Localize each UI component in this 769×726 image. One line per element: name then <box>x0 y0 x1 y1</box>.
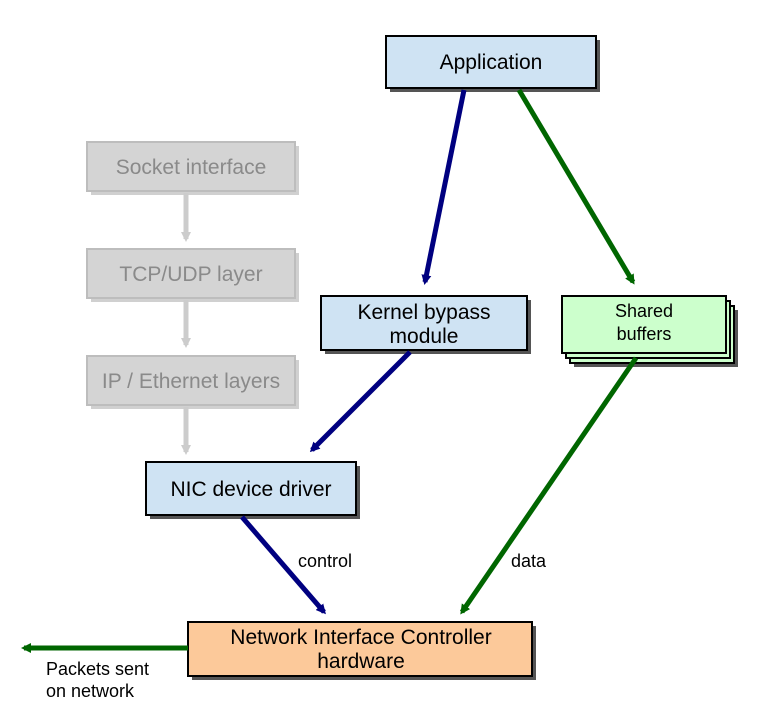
control-edge-label: control <box>298 551 352 571</box>
application-node: Application <box>385 35 600 92</box>
kernel-bypass-line2: module <box>390 325 459 348</box>
app-to-bypass-arrow <box>421 89 467 285</box>
socket-interface-label: Socket interface <box>116 156 267 179</box>
nic-hardware-line1: Network Interface Controller <box>230 626 491 649</box>
shared-buffers-line2: buffers <box>617 324 672 344</box>
socket-interface-node: Socket interface <box>86 141 299 195</box>
packets-sent-line1: Packets sent <box>46 659 149 679</box>
bypass-to-driver-arrow <box>309 350 412 453</box>
nic-hardware-node: Network Interface Controller hardware <box>187 621 536 680</box>
ip-ethernet-layers-label: IP / Ethernet layers <box>102 370 280 393</box>
buffers-to-hardware-arrow <box>459 356 639 615</box>
tcp-udp-layer-label: TCP/UDP layer <box>119 263 262 286</box>
kernel-bypass-line1: Kernel bypass <box>357 301 490 324</box>
nic-device-driver-node: NIC device driver <box>145 461 360 519</box>
shared-buffers-node: Shared buffers <box>561 295 738 367</box>
shared-buffers-line1: Shared <box>615 301 673 321</box>
packets-sent-line2: on network <box>46 681 135 701</box>
ip-ethernet-layers-node: IP / Ethernet layers <box>86 355 299 409</box>
kernel-bypass-module-node: Kernel bypass module <box>320 295 531 354</box>
nic-device-driver-label: NIC device driver <box>170 478 331 501</box>
app-to-buffers-arrow <box>516 88 636 285</box>
application-label: Application <box>440 51 543 74</box>
tcp-udp-layer-node: TCP/UDP layer <box>86 248 299 302</box>
driver-to-hardware-arrow <box>240 515 326 615</box>
nic-hardware-line2: hardware <box>317 650 405 673</box>
data-edge-label: data <box>511 551 547 571</box>
